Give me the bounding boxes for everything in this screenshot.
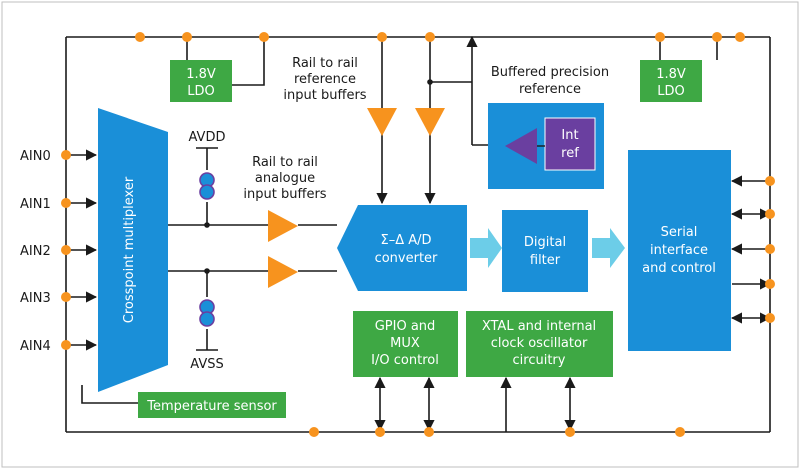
pin xyxy=(425,32,435,42)
ref-buffers-line1: Rail to rail xyxy=(292,56,358,71)
pin xyxy=(61,340,71,350)
filter-line2: filter xyxy=(530,253,561,268)
gpio-line1: GPIO and xyxy=(375,319,436,334)
input-labels: AIN0 AIN1 AIN2 AIN3 AIN4 xyxy=(20,149,51,354)
ldo-left-line2: LDO xyxy=(187,84,215,99)
int-ref-line1: Int xyxy=(561,128,578,143)
filter-line1: Digital xyxy=(524,235,566,250)
ldo-right-line2: LDO xyxy=(657,84,685,99)
xtal-block xyxy=(466,311,613,377)
xtal-line1: XTAL and internal xyxy=(482,319,596,334)
pin xyxy=(765,279,775,289)
serial-io-arrows xyxy=(730,175,772,324)
int-ref-line2: ref xyxy=(561,146,579,161)
sigma-delta-adc xyxy=(337,205,467,291)
pin xyxy=(765,244,775,254)
input-label-ain4: AIN4 xyxy=(20,339,51,354)
pin xyxy=(424,427,434,437)
pin xyxy=(765,313,775,323)
ldo-right xyxy=(640,60,702,102)
ldo-left xyxy=(170,60,232,102)
adc-line2: converter xyxy=(375,251,438,266)
ref-buffers-line2: reference xyxy=(294,72,356,87)
pin xyxy=(655,32,665,42)
ldo-left-line1: 1.8V xyxy=(186,67,216,82)
junction-dots xyxy=(204,79,433,274)
crosspoint-multiplexer xyxy=(98,108,168,392)
input-label-ain1: AIN1 xyxy=(20,197,51,212)
input-label-ain0: AIN0 xyxy=(20,149,51,164)
avdd-current-source xyxy=(199,172,215,200)
pin xyxy=(309,427,319,437)
ref-buffer-amp xyxy=(505,128,537,164)
precision-ref-line2: reference xyxy=(519,82,581,97)
pin xyxy=(61,292,71,302)
pin xyxy=(135,32,145,42)
analog-buffer-bottom xyxy=(268,256,298,288)
input-label-ain2: AIN2 xyxy=(20,244,51,259)
ref-buffers-line3: input buffers xyxy=(283,88,366,103)
xtal-line3: circuitry xyxy=(513,353,566,368)
ref-buffer-left xyxy=(367,108,397,136)
gpio-line3: I/O control xyxy=(371,353,439,368)
gpio-block xyxy=(353,311,458,377)
xtal-line2: clock oscillator xyxy=(491,336,588,351)
serial-line2: interface xyxy=(650,243,708,258)
pin xyxy=(765,176,775,186)
gpio-line2: MUX xyxy=(390,336,420,351)
pin xyxy=(675,427,685,437)
precision-ref-line1: Buffered precision xyxy=(491,65,609,80)
temp-label: Temperature sensor xyxy=(146,399,277,414)
wires xyxy=(81,35,718,404)
analog-buffer-top xyxy=(268,210,298,242)
input-label-ain3: AIN3 xyxy=(20,291,51,306)
pin xyxy=(735,32,745,42)
adc-to-filter-arrow xyxy=(470,228,502,268)
serial-interface xyxy=(628,150,731,351)
temperature-sensor xyxy=(138,392,286,418)
adc-line1: Σ–Δ A/D xyxy=(380,233,431,248)
int-ref-block xyxy=(544,117,596,171)
serial-line1: Serial xyxy=(661,225,698,240)
pin xyxy=(61,245,71,255)
mux-label: Crosspoint multiplexer xyxy=(122,176,137,323)
digital-filter xyxy=(502,210,588,292)
analog-buffers-line1: Rail to rail xyxy=(252,155,318,170)
pins xyxy=(61,32,775,437)
pin xyxy=(259,32,269,42)
ldo-right-line1: 1.8V xyxy=(656,67,686,82)
pin xyxy=(712,32,722,42)
pin xyxy=(61,198,71,208)
avdd-label: AVDD xyxy=(189,130,226,145)
ref-buffer-right xyxy=(415,108,445,136)
pin xyxy=(61,150,71,160)
pin xyxy=(565,427,575,437)
serial-line3: and control xyxy=(642,261,716,276)
analog-buffers-line3: input buffers xyxy=(243,187,326,202)
avss-label: AVSS xyxy=(190,357,223,372)
avss-current-source xyxy=(199,299,215,327)
pin xyxy=(377,32,387,42)
filter-to-serial-arrow xyxy=(592,228,625,268)
pin xyxy=(765,209,775,219)
analog-buffers-line2: analogue xyxy=(255,171,315,186)
pin xyxy=(375,427,385,437)
pin xyxy=(182,32,192,42)
outer-bus xyxy=(65,36,771,433)
bottom-io-arrows xyxy=(374,376,576,432)
